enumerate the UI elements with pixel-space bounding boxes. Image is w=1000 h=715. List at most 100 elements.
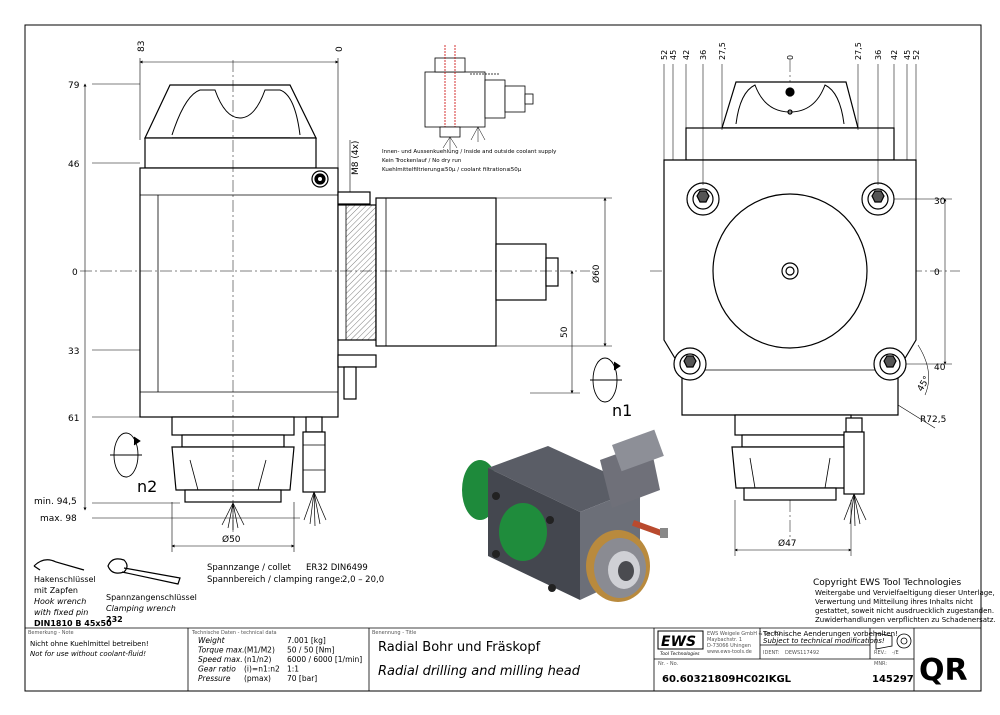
clamp-wrench-line1: Spannzangenschlüssel	[106, 593, 197, 602]
dim-d47: Ø47	[778, 538, 797, 549]
collet-label: Spannzange / collet	[207, 563, 292, 573]
copyright-line4: Zuwiderhandlungen verpflichten zu Schade…	[815, 616, 996, 624]
dim-0-top: 0	[335, 46, 345, 52]
title-block	[25, 627, 981, 691]
dim-r-42b: 42	[890, 50, 899, 60]
clamp-wrench-line3: 232	[106, 615, 123, 624]
qr-code-mark: QR	[919, 653, 968, 688]
note-header: Bemerkung - Note	[28, 630, 74, 636]
bolt-tl	[686, 182, 720, 216]
dim-45deg: 45°	[916, 375, 933, 394]
company-4: www.ews-tools.de	[707, 649, 752, 655]
left-view	[139, 84, 559, 503]
main-body	[139, 167, 339, 418]
dim-33: 33	[68, 347, 79, 357]
tech-row-v: 50 / 50 [Nm]	[287, 646, 335, 655]
dim-r-27a: 27,5	[718, 42, 727, 60]
hook-wrench-line1: Hakenschlüssel	[34, 575, 96, 584]
dim-max: max. 98	[40, 514, 77, 524]
company-2: Maybachstr. 1	[707, 637, 742, 643]
tech-header: Technische Daten - technical data	[191, 630, 277, 636]
hook-wrench-icon	[33, 559, 85, 571]
dim-r-0: 0	[786, 55, 795, 60]
bolt-br	[873, 347, 907, 381]
tech-row-k: Torque max.	[198, 646, 245, 655]
dim-83: 83	[137, 41, 147, 52]
company-1: EWS Weigele GmbH & Co. KG	[707, 631, 781, 637]
label-n1: n1	[612, 401, 632, 420]
copyright-title: Copyright EWS Tool Technologies	[813, 578, 961, 588]
hook-wrench-line4: with fixed pin	[34, 608, 88, 617]
dim-61: 61	[68, 414, 79, 424]
coolant-diagram	[424, 45, 534, 138]
dim-min: min. 94,5	[34, 497, 77, 507]
dim-r-52b: 52	[912, 50, 921, 60]
nr-header: Nr. - No.	[658, 661, 679, 667]
dim-r-40: 40	[934, 363, 946, 373]
coolant-note-1: Innen- und Aussenkuehlung / Inside and o…	[382, 149, 557, 155]
tech-row-k: Speed max.	[198, 655, 243, 664]
tech-row-s: (pmax)	[244, 674, 271, 683]
projection-symbol	[875, 632, 912, 650]
dim-79: 79	[68, 81, 80, 91]
tech-data-rows: Weight 7.001 [kg] Torque max.(M1/M2) 50 / 5…	[198, 636, 362, 683]
range-label: Spannbereich / clamping range:	[207, 575, 343, 585]
mnr-label: MNR:	[874, 661, 887, 667]
dim-0-side: 0	[72, 268, 78, 278]
drawing-frame	[24, 24, 982, 692]
fork-top	[144, 84, 317, 139]
tech-row-v: 7.001 [kg]	[287, 636, 326, 645]
rev-label: REV.:	[874, 650, 887, 656]
ews-logo-text: EWS	[661, 634, 696, 650]
dim-r72: R72,5	[920, 415, 946, 425]
rotation-n2	[110, 432, 142, 478]
tech-row-s: (M1/M2)	[244, 646, 275, 655]
bolt-bl	[673, 347, 707, 381]
coolant-note-3: Kuehlmittelfiltrierung≤50µ / coolant fil…	[382, 167, 522, 173]
dim-46: 46	[68, 160, 80, 170]
copyright-line3: gestattet, soweit nicht ausdruecklich zu…	[815, 607, 994, 615]
tech-row-v: 1:1	[287, 665, 299, 674]
company-3: D-73066 Uhingen	[707, 643, 751, 649]
title-en: Radial drilling and milling head	[378, 664, 581, 679]
coolant-note-2: Kein Trockenlauf / No dry run	[382, 158, 462, 164]
ews-logo	[657, 630, 704, 650]
dim-r-36b: 36	[874, 50, 883, 60]
clamp-wrench-line2: Clamping wrench	[106, 604, 176, 613]
bolt-tr	[861, 182, 895, 216]
ident-label: IDENT:	[763, 650, 780, 656]
range-value: 2,0 – 20,0	[342, 575, 384, 585]
tech-row-k: Gear ratio	[198, 665, 236, 674]
rev-value: -/E	[892, 650, 899, 656]
label-n2: n2	[137, 477, 157, 496]
dim-r-52a: 52	[660, 50, 669, 60]
ews-logo-sub: Tool Technologies	[660, 651, 700, 657]
dim-r-30: 30	[934, 197, 946, 207]
dim-r-0side: 0	[934, 268, 940, 278]
title-de: Radial Bohr und Fräskopf	[378, 640, 541, 655]
rotation-n1	[590, 357, 622, 403]
dim-m8: M8 (4x)	[351, 141, 361, 175]
hook-wrench-line2: mit Zapfen	[34, 586, 78, 595]
tech-row-k: Weight	[198, 636, 226, 645]
tech-row-s: (n1/n2)	[244, 655, 272, 664]
note-line1: Nicht ohne Kuehlmittel betreiben!	[30, 640, 149, 648]
dim-r-45a: 45	[669, 50, 678, 60]
tech-row-k: Pressure	[198, 674, 231, 683]
tech-row-v: 6000 / 6000 [1/min]	[287, 655, 362, 664]
title-header: Benennung - Title	[372, 630, 416, 636]
changes-en: Subject to technical modifications!	[763, 637, 885, 645]
note-line2: Not for use without coolant-fluid!	[30, 650, 146, 658]
dim-r-42a: 42	[682, 50, 691, 60]
dim-r-45b: 45	[903, 50, 912, 60]
tech-row-s: (i)=n1:n2	[244, 665, 280, 674]
ident-value: DEWS117492	[785, 650, 819, 656]
hook-wrench-line3: Hook wrench	[34, 597, 86, 606]
hook-wrench-line5: DIN1810 B 45x50	[34, 619, 112, 628]
dim-r-27b: 27,5	[854, 42, 863, 60]
changes-de: Technische Aenderungen vorbehalten!	[762, 630, 898, 638]
clamp-wrench-icon	[107, 558, 181, 585]
coolant-spray-right	[843, 493, 867, 527]
mnr-value: 145297	[872, 674, 914, 685]
